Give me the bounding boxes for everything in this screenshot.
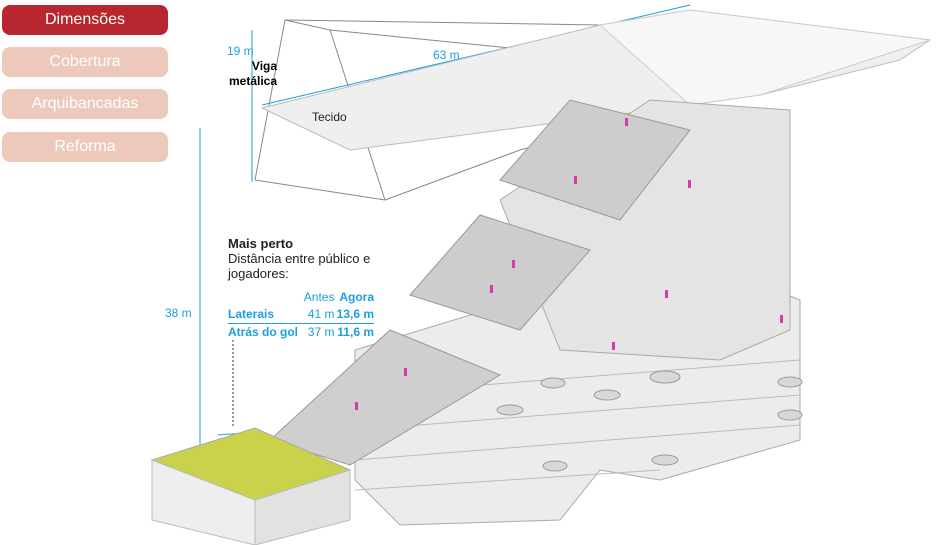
tab-arquibancadas[interactable]: Arquibancadas [2, 89, 168, 119]
pitch-base [151, 459, 256, 545]
beam-height-label: 19 m [227, 44, 254, 58]
row-label: Atrás do gol [228, 325, 299, 339]
lower-stand [269, 329, 502, 466]
roof-cover [598, 9, 931, 106]
row-antes: 37 m [307, 325, 335, 339]
row-agora: 11,6 m [337, 325, 374, 339]
col-header-agora: Agora [339, 290, 374, 304]
col-header-antes: Antes [303, 290, 335, 304]
beam-label-line2: metálica [229, 74, 278, 88]
col-header [228, 289, 302, 306]
fabric-label: Tecido [312, 110, 347, 124]
distance-info-box: Mais perto Distância entre público e jog… [228, 236, 376, 341]
people-markers [355, 118, 783, 410]
beam-label: Viga metálica [229, 59, 278, 89]
row-agora: 13,6 m [334, 306, 374, 324]
parked-cars [496, 370, 803, 472]
tab-reforma[interactable]: Reforma [2, 132, 168, 162]
info-title: Mais perto [228, 236, 294, 251]
beam-label-line1: Viga [251, 59, 278, 73]
span-label: 63 m [433, 48, 460, 62]
pitch-side [254, 469, 351, 545]
total-height-label: 38 m [165, 306, 192, 320]
upper-stand [499, 99, 691, 221]
tab-dimensoes[interactable]: Dimensões [2, 5, 168, 35]
row-antes: 41 m [302, 306, 335, 324]
tab-cobertura[interactable]: Cobertura [2, 47, 168, 77]
info-subtitle: Distância entre público e jogadores: [228, 251, 371, 281]
row-label: Laterais [228, 306, 303, 324]
middle-stand [409, 214, 591, 331]
